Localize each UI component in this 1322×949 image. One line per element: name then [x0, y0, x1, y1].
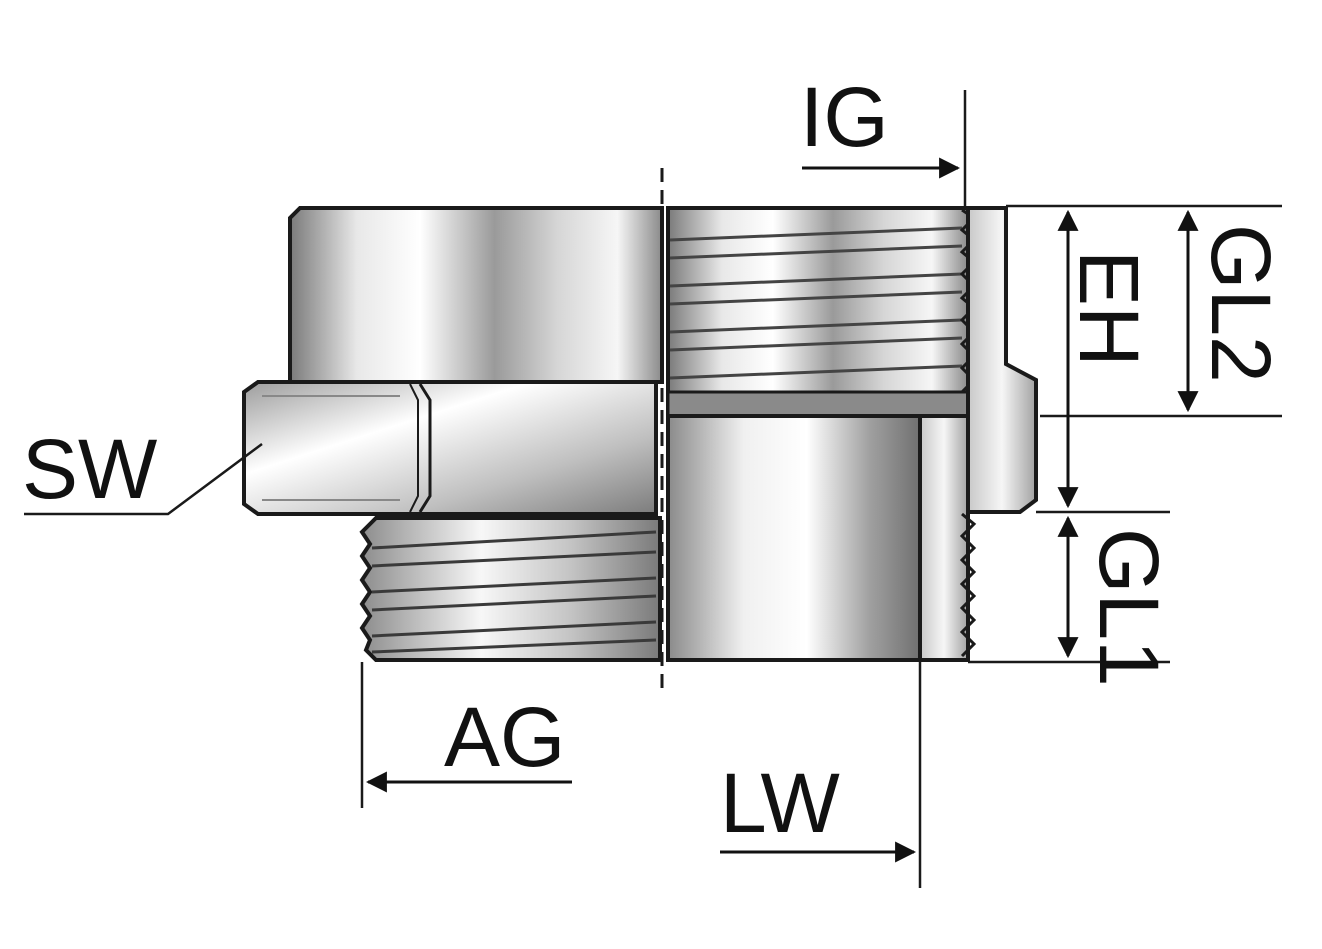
label-gl1: GL1 [1082, 528, 1176, 687]
sw-leader [24, 442, 263, 516]
label-lw: LW [720, 756, 840, 850]
dimension-arrows [365, 157, 1199, 863]
label-sw: SW [22, 422, 157, 516]
label-eh: EH [1062, 250, 1156, 367]
label-gl2: GL2 [1194, 224, 1288, 383]
hex-nut [242, 380, 658, 516]
upper-body-exterior [288, 206, 664, 384]
label-ig: IG [800, 70, 889, 164]
inner-bore [666, 414, 922, 662]
lower-right-body [918, 414, 977, 662]
label-ag: AG [444, 690, 565, 784]
extension-lines [360, 90, 1282, 888]
upper-body-section [666, 206, 977, 418]
external-thread [359, 516, 662, 662]
right-flange [966, 206, 1038, 514]
